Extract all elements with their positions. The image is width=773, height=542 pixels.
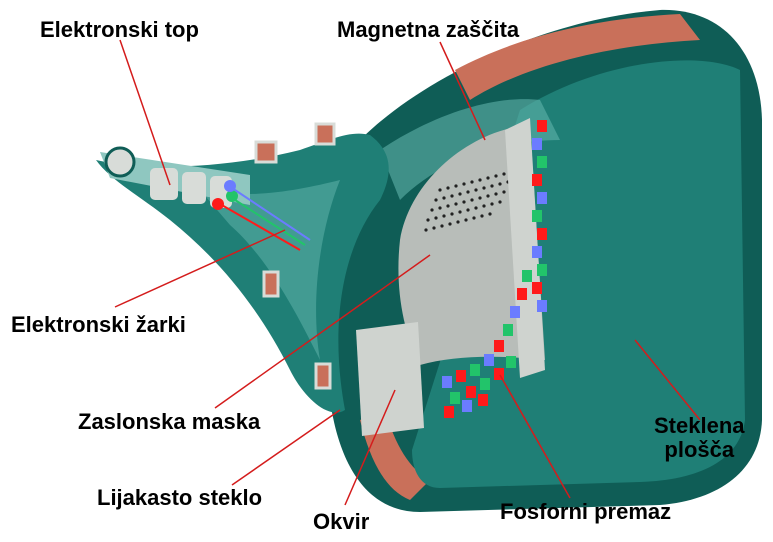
label-phosphor-coating: Fosforni premaz: [500, 500, 671, 524]
frame-panel: [356, 322, 424, 436]
yoke-post-4: [316, 364, 330, 388]
yoke-post-3: [264, 272, 278, 296]
label-electron-beams: Elektronski žarki: [11, 313, 186, 337]
label-funnel-glass: Lijakasto steklo: [97, 486, 262, 510]
label-electron-gun: Elektronski top: [40, 18, 199, 42]
gun-cylinder-1: [150, 168, 178, 200]
label-glass-plate-line2: plošča: [654, 438, 745, 462]
emitter-red: [212, 198, 224, 210]
gun-cylinder-2: [182, 172, 206, 204]
gun-cap: [106, 148, 134, 176]
yoke-post-2: [316, 124, 334, 144]
label-magnetic-shield: Magnetna zaščita: [337, 18, 519, 42]
label-frame: Okvir: [313, 510, 369, 534]
label-glass-plate: Steklena plošča: [654, 414, 745, 462]
yoke-post-1: [256, 142, 276, 162]
label-glass-plate-line1: Steklena: [654, 414, 745, 438]
label-shadow-mask: Zaslonska maska: [78, 410, 260, 434]
